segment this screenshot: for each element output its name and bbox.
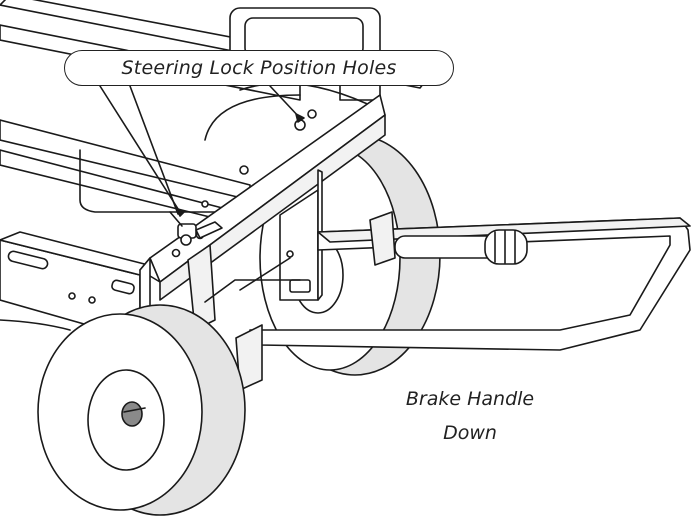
annotation-line-2: Down: [443, 422, 497, 444]
frame-side-rail: [0, 119, 251, 223]
brake-handle: [204, 211, 691, 391]
callout-steering-lock-holes: Steering Lock Position Holes: [64, 50, 454, 86]
annotation-line-1: Brake Handle: [405, 388, 535, 410]
callout-label-text: Steering Lock Position Holes: [121, 57, 397, 79]
callout-leaders: [99, 85, 305, 217]
front-wheel: [37, 304, 246, 516]
steering-lock-pin: [169, 211, 223, 246]
annotation-brake-handle: Brake Handle Down: [370, 382, 570, 450]
frame-crossbar: [139, 94, 386, 323]
